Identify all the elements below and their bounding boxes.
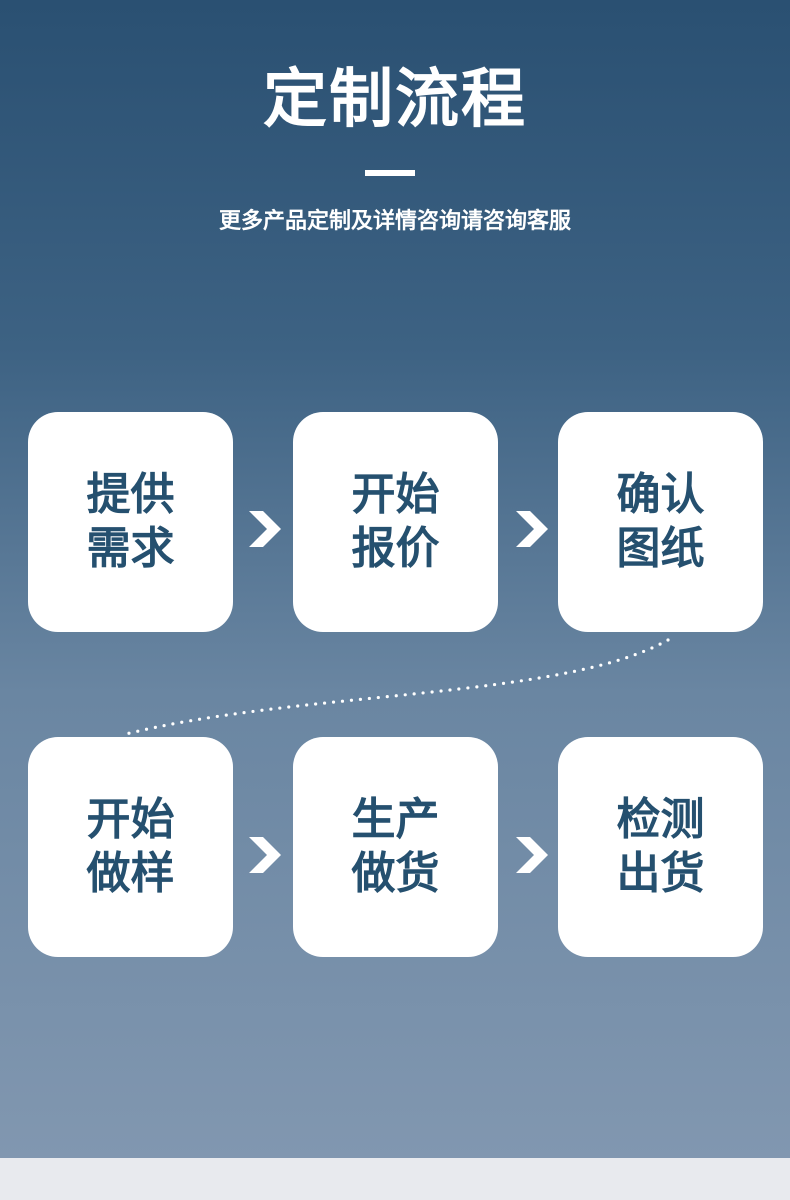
step-label-4: 开始做样: [86, 794, 175, 899]
page-subtitle: 更多产品定制及详情咨询请咨询客服: [218, 209, 571, 234]
chevron-right-icon: [249, 511, 281, 547]
dotted-connector: [120, 638, 670, 737]
chevron-right-icon: [516, 837, 548, 873]
step-card-5: 生产做货: [293, 737, 498, 957]
step-card-2: 开始报价: [293, 412, 498, 632]
process-panel: 定制流程 更多产品定制及详情咨询请咨询客服 提供需求 开始报价 确认图纸 开始做…: [0, 0, 790, 1158]
footer-strip: [0, 1158, 790, 1200]
step-card-3: 确认图纸: [558, 412, 763, 632]
step-card-4: 开始做样: [28, 737, 233, 957]
title-divider: [365, 170, 415, 176]
step-card-1: 提供需求: [28, 412, 233, 632]
chevron-right-icon: [249, 837, 281, 873]
step-label-3: 确认图纸: [616, 469, 705, 574]
step-label-2: 开始报价: [351, 469, 440, 574]
chevron-right-icon: [516, 511, 548, 547]
page-title: 定制流程: [263, 63, 527, 137]
step-label-6: 检测出货: [616, 794, 705, 899]
step-label-5: 生产做货: [351, 794, 440, 899]
step-label-1: 提供需求: [86, 469, 175, 574]
step-card-6: 检测出货: [558, 737, 763, 957]
